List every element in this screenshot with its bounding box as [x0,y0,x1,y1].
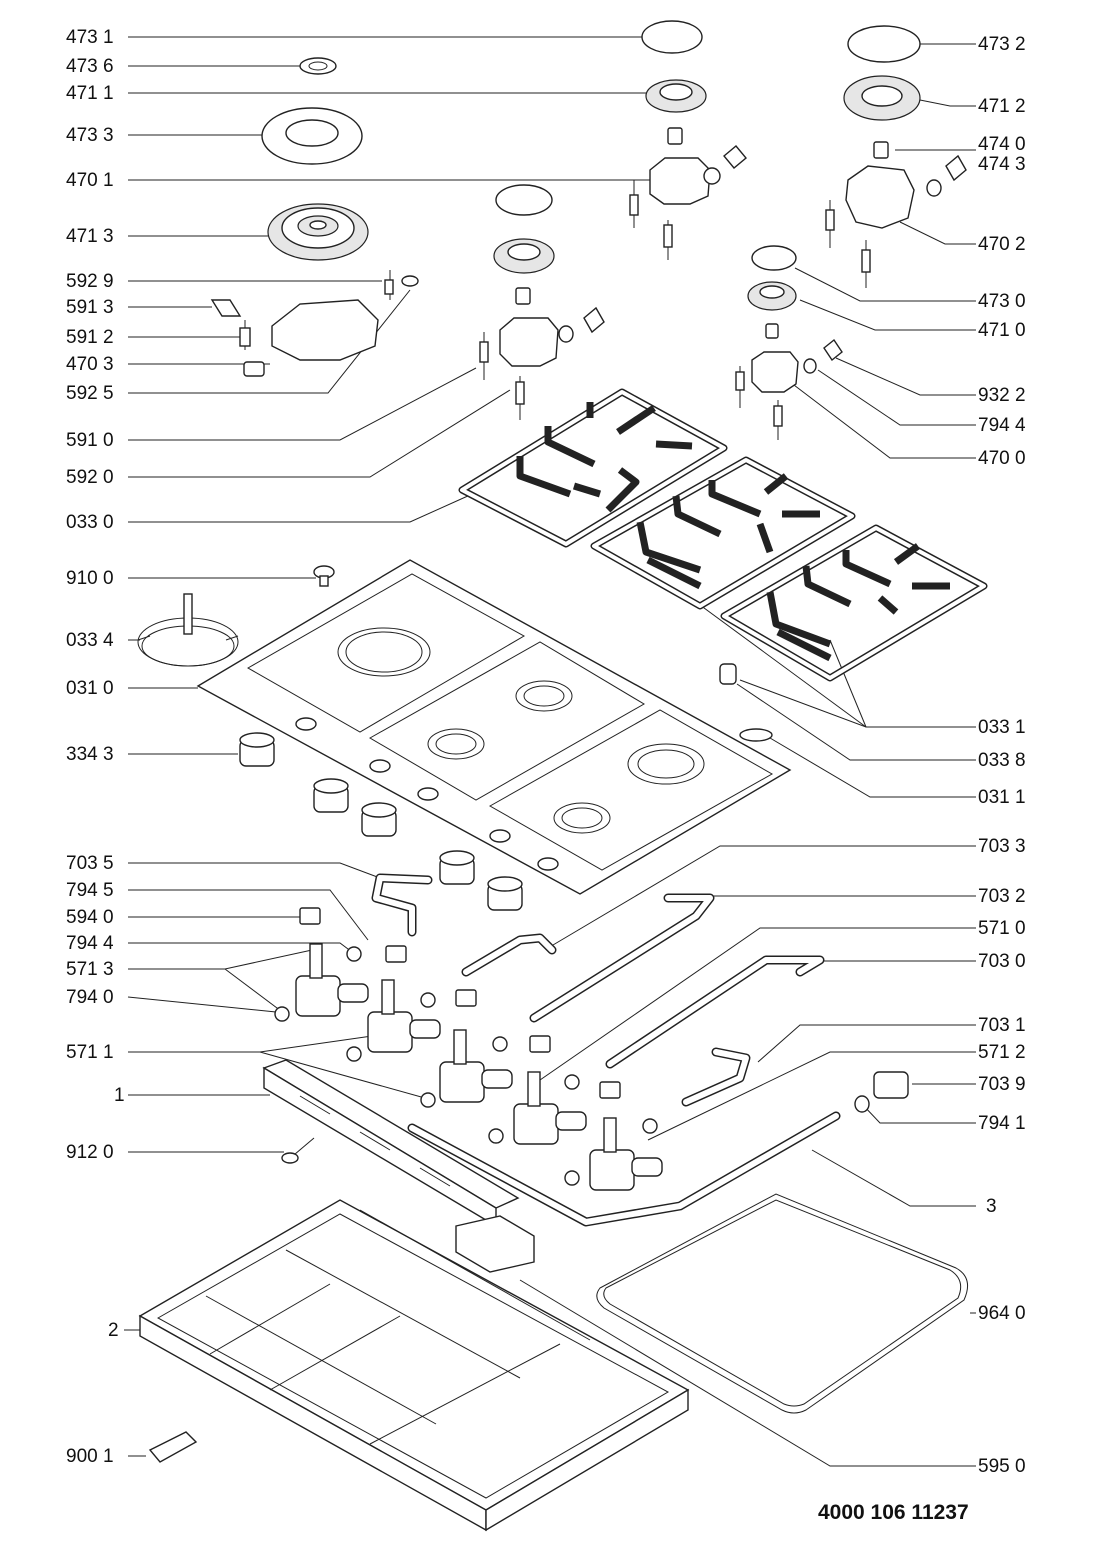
small-parts [137,565,773,742]
label-910-0: 910 0 [66,568,114,589]
label-703-3: 703 3 [978,836,1026,857]
label-794-4-left: 794 4 [66,933,114,954]
label-932-2: 932 2 [978,385,1026,406]
seal-gasket [596,1193,969,1414]
tap-1 [295,943,369,1017]
label-703-5: 703 5 [66,853,114,874]
label-470-2: 470 2 [978,234,1026,255]
label-703-0: 703 0 [978,951,1026,972]
label-571-2: 571 2 [978,1042,1026,1063]
label-470-3: 470 3 [66,354,114,375]
label-912-0: 912 0 [66,1142,114,1163]
pan-support-1 [458,388,728,548]
label-592-5: 592 5 [66,383,114,404]
tap-3 [439,1029,513,1103]
label-591-0: 591 0 [66,430,114,451]
label-033-8: 033 8 [978,750,1026,771]
base-tray [138,1199,690,1532]
label-591-3: 591 3 [66,297,114,318]
label-474-0: 474 0 [978,134,1026,155]
burner-4-assembly [735,245,843,440]
burner-3-assembly [479,184,605,420]
label-473-6: 473 6 [66,56,114,77]
label-033-0: 033 0 [66,512,114,533]
label-334-3: 334 3 [66,744,114,765]
label-471-2: 471 2 [978,96,1026,117]
gas-taps [274,907,663,1191]
pan-supports [458,388,988,682]
burner-2-assembly [825,25,967,288]
label-794-0: 794 0 [66,987,114,1008]
label-2: 2 [108,1320,119,1341]
label-594-0: 594 0 [66,907,114,928]
label-703-9: 703 9 [978,1074,1026,1095]
pan-support-2 [590,456,856,610]
tap-2 [367,979,441,1053]
label-470-1: 470 1 [66,170,114,191]
leader-lines [124,36,976,1467]
label-571-0: 571 0 [978,918,1026,939]
label-3: 3 [986,1196,997,1217]
label-964-0: 964 0 [978,1303,1026,1324]
label-595-0: 595 0 [978,1456,1026,1477]
label-473-3: 473 3 [66,125,114,146]
wok-burner-assembly [210,57,419,377]
gas-pipes [371,873,909,1227]
part-labels: 473 1 473 6 471 1 473 3 470 1 471 3 592 … [66,27,1026,1524]
label-591-2: 591 2 [66,327,114,348]
burner-1-assembly [629,20,747,260]
label-900-1: 900 1 [66,1446,114,1467]
label-703-1: 703 1 [978,1015,1026,1036]
tap-5 [589,1117,663,1191]
label-794-1: 794 1 [978,1113,1026,1134]
label-033-1: 033 1 [978,717,1026,738]
label-471-3: 471 3 [66,226,114,247]
label-470-0: 470 0 [978,448,1026,469]
label-033-4: 033 4 [66,630,114,651]
hob-top-panel [196,559,792,895]
label-571-3: 571 3 [66,959,114,980]
pan-support-3 [720,524,988,682]
label-473-0: 473 0 [978,291,1026,312]
label-471-1: 471 1 [66,83,114,104]
label-794-5: 794 5 [66,880,114,901]
document-code: 4000 106 11237 [818,1501,969,1524]
label-571-1: 571 1 [66,1042,114,1063]
label-473-2: 473 2 [978,34,1026,55]
label-1: 1 [114,1085,125,1106]
label-592-0: 592 0 [66,467,114,488]
label-592-9: 592 9 [66,271,114,292]
label-031-0: 031 0 [66,678,114,699]
knobs [239,732,523,911]
label-474-3: 474 3 [978,154,1026,175]
label-471-0: 471 0 [978,320,1026,341]
label-794-4-right: 794 4 [978,415,1026,436]
label-473-1: 473 1 [66,27,114,48]
label-031-1: 031 1 [978,787,1026,808]
label-703-2: 703 2 [978,886,1026,907]
tap-4 [513,1071,587,1145]
